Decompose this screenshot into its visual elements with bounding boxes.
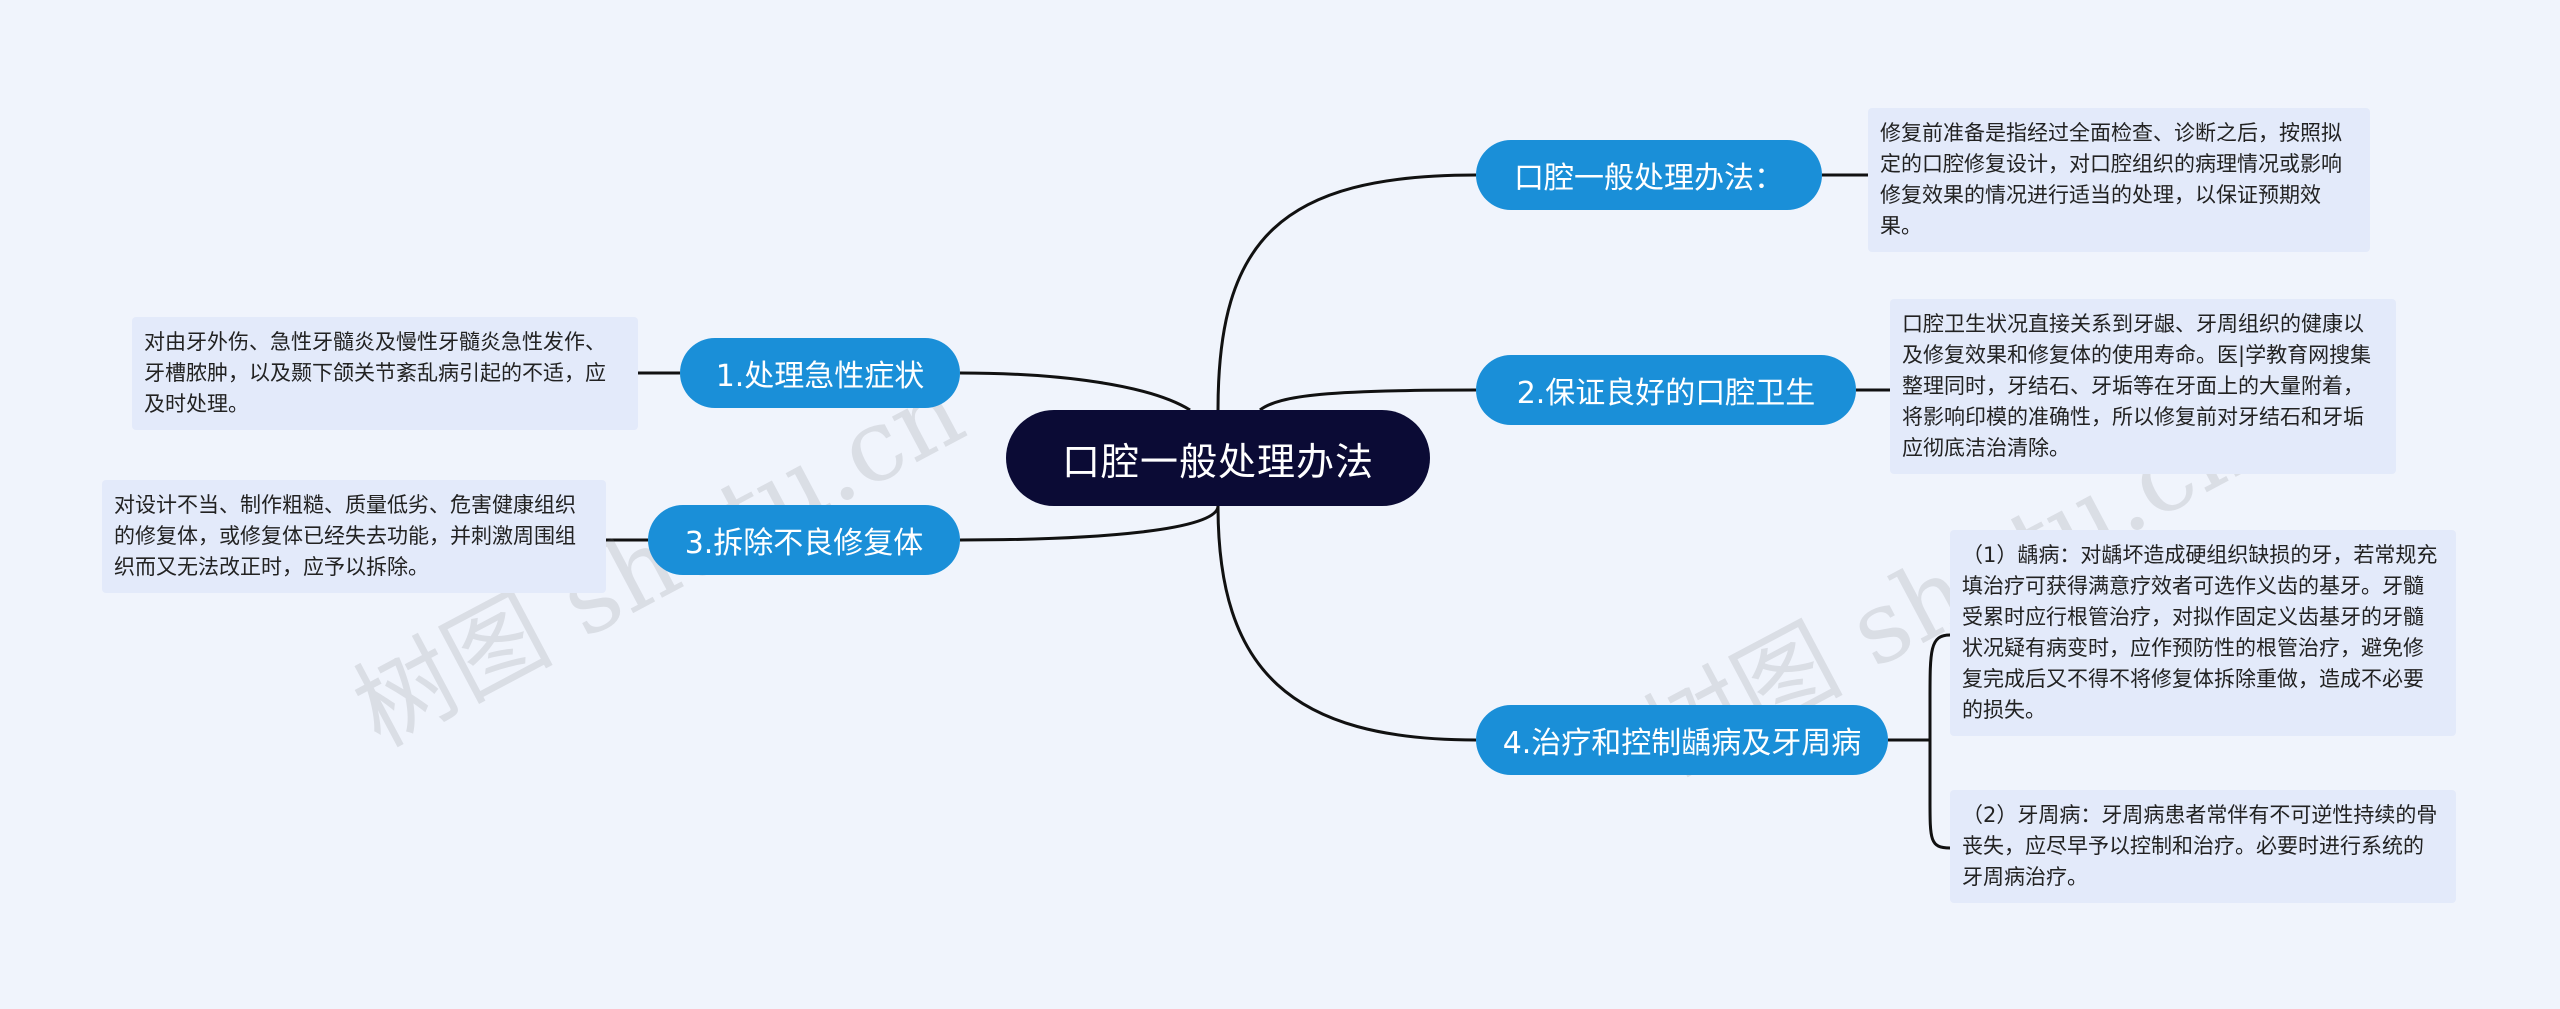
branch-node-remove-restorations[interactable]: 3.拆除不良修复体	[648, 505, 960, 575]
branch-node-oral-general[interactable]: 口腔一般处理办法：	[1476, 140, 1822, 210]
note-periodontal: （2）牙周病：牙周病患者常伴有不可逆性持续的骨丧失，应尽早予以控制和治疗。必要时…	[1950, 790, 2456, 903]
connector-root-b2	[1259, 388, 1477, 412]
branch-node-acute-symptoms[interactable]: 1.处理急性症状	[680, 338, 960, 408]
branch-node-oral-hygiene[interactable]: 2.保证良好的口腔卫生	[1476, 355, 1856, 425]
connector-b3-notes	[1888, 633, 1951, 850]
note-remove-restorations: 对设计不当、制作粗糙、质量低劣、危害健康组织的修复体，或修复体已经失去功能，并刺…	[102, 480, 606, 593]
branch-node-caries-periodontal[interactable]: 4.治疗和控制龋病及牙周病	[1476, 705, 1888, 775]
note-oral-general: 修复前准备是指经过全面检查、诊断之后，按照拟定的口腔修复设计，对口腔组织的病理情…	[1868, 108, 2370, 252]
note-acute-symptoms: 对由牙外伤、急性牙髓炎及慢性牙髓炎急性发作、牙槽脓肿，以及颞下颌关节紊乱病引起的…	[132, 317, 638, 430]
root-node[interactable]: 口腔一般处理办法	[1006, 410, 1430, 506]
note-oral-hygiene: 口腔卫生状况直接关系到牙龈、牙周组织的健康以及修复效果和修复体的使用寿命。医|学…	[1890, 299, 2396, 474]
connector-root-b3	[1216, 505, 1477, 742]
connector-root-b1	[1216, 173, 1477, 411]
connector-root-b5	[959, 505, 1220, 542]
connector-root-b4	[959, 371, 1191, 412]
note-caries: （1）龋病：对龋坏造成硬组织缺损的牙，若常规充填治疗可获得满意疗效者可选作义齿的…	[1950, 530, 2456, 736]
